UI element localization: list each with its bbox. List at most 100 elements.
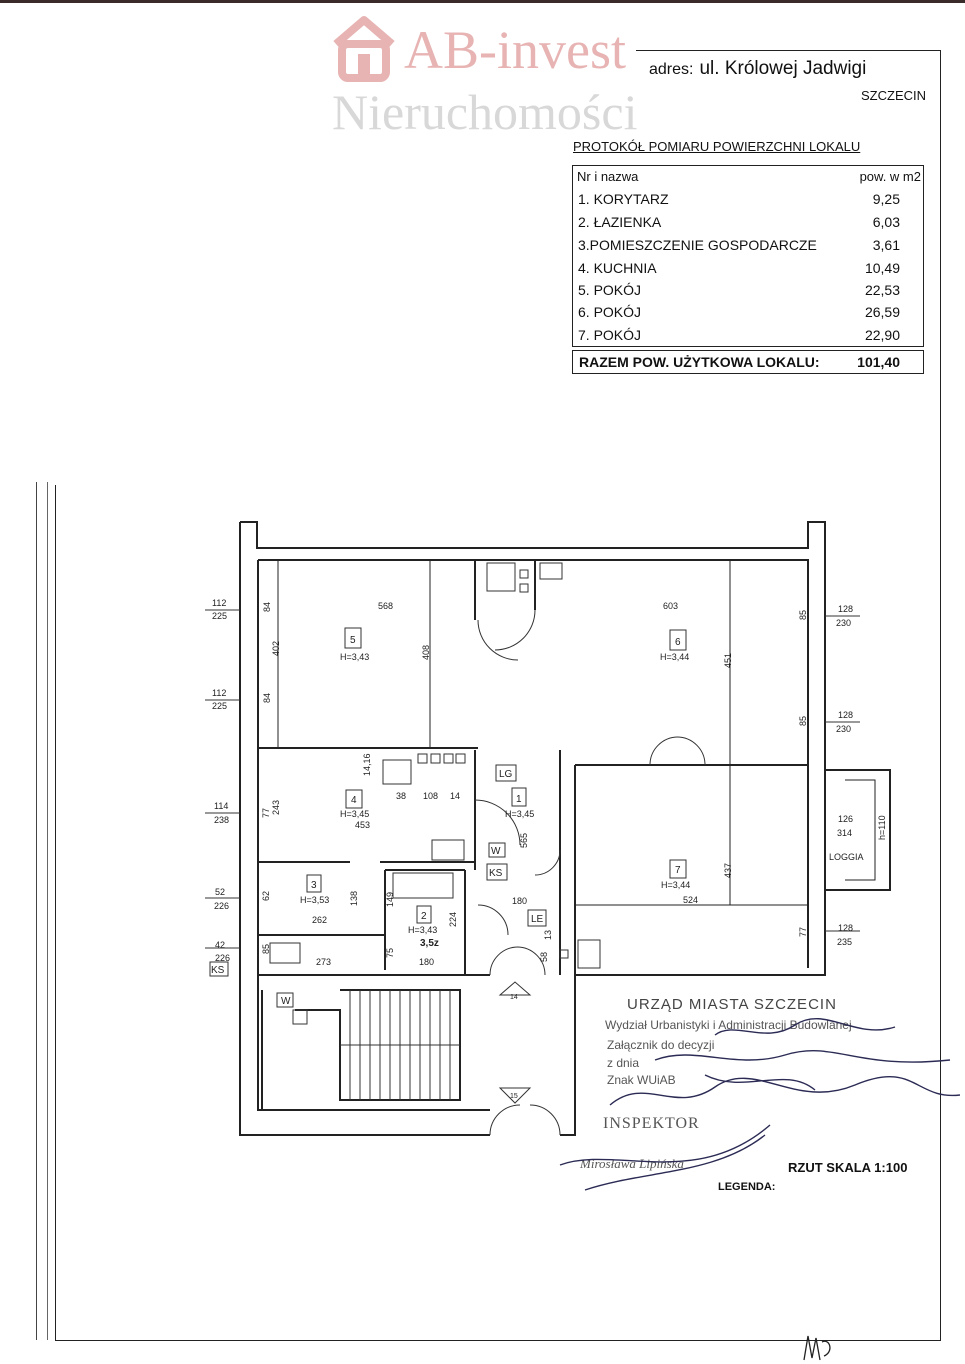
room-name: 7. POKÓJ [578,327,642,343]
dim: 14,16 [362,753,372,776]
frame-bottom-line [55,1340,941,1341]
dim: 138 [349,891,359,906]
dim: 180 [512,896,527,906]
logo-brand: AB-invest [404,20,626,80]
room-area: 6,03 [872,214,900,230]
room-area: 9,25 [872,191,900,207]
room-5-number: 5 [350,635,356,646]
legend-heading: LEGENDA: [718,1181,776,1190]
total-label: RAZEM POW. UŻYTKOWA LOKALU: [579,354,820,370]
dim: 230 [836,724,851,734]
dim: 230 [836,618,851,628]
dim: 565 [519,833,529,848]
room-area: 3,61 [872,237,900,253]
label-le: LE [531,914,544,925]
dim: 128 [838,604,853,614]
dim: 38 [396,791,406,801]
room-name: 2. ŁAZIENKA [578,214,662,230]
dim: 225 [212,611,227,621]
logo-subtitle: Nieruchomości [332,84,638,140]
dim: 238 [214,815,229,825]
floor-plan: 5 H=3,43 6 H=3,44 4 H=3,45 1 H=3,45 7 H=… [200,515,900,1145]
table-row: 6. POKÓJ 26,59 [578,304,918,326]
col-area-header: pow. w m2 [859,169,921,184]
dim: 524 [683,895,698,905]
dim: 126 [838,814,853,824]
dim: 226 [214,901,229,911]
initials-mark [803,1335,831,1361]
room-name: 5. POKÓJ [578,282,642,298]
scan-top-edge [0,0,965,3]
dim: 408 [421,645,431,660]
table-row: 5. POKÓJ 22,53 [578,282,918,304]
dim: 77 [261,808,271,818]
room-4-height: H=3,45 [340,809,369,819]
total-row: RAZEM POW. UŻYTKOWA LOKALU: 101,40 [572,350,924,374]
dim: 58 [539,952,549,962]
room-4-number: 4 [351,795,357,806]
room-1-height: H=3,45 [505,809,534,819]
frame-top-line [636,50,941,51]
label-w-2: W [281,996,291,1007]
room-name: 4. KUCHNIA [578,260,657,276]
table-row: 4. KUCHNIA 10,49 [578,260,918,282]
handwritten-signature [559,1018,960,1191]
room-5-height: H=3,43 [340,652,369,662]
dim: 85 [798,716,808,726]
dim: 451 [723,653,733,668]
room-name: 1. KORYTARZ [578,191,669,207]
room-area: 10,49 [864,260,900,276]
dim: 85 [798,610,808,620]
room-area: 22,53 [864,282,900,298]
dim: 52 [215,887,225,897]
frame-left-line [55,485,56,1341]
dim: 128 [838,923,853,933]
dim: 108 [423,791,438,801]
label-lg: LG [499,769,513,780]
dim: 226 [215,953,230,963]
dim: 42 [215,940,225,950]
label-ks-2: KS [211,965,225,976]
dim: 149 [385,892,395,907]
stamp-line-date: z dnia [607,1056,640,1070]
label-ks: KS [489,868,503,879]
room-7-height: H=3,44 [661,880,690,890]
label-loggia: LOGGIA [829,852,864,862]
dim: 453 [355,820,370,830]
room-name: 6. POKÓJ [578,304,642,320]
room-1-number: 1 [516,794,522,805]
label-h110: h=110 [877,815,887,840]
dim: 85 [261,944,271,954]
plan-scale: RZUT SKALA 1:100 [788,1160,908,1175]
dim: 243 [271,800,281,815]
stamp-line-decision: Załącznik do decyzji [607,1038,715,1052]
dim: 314 [837,828,852,838]
dim: 112 [212,688,226,698]
dim: 180 [419,957,434,967]
room-name: 3.POMIESZCZENIE GOSPODARCZE [578,237,817,253]
dim: 13 [543,930,553,940]
dim: 14 [450,791,460,801]
room-2-number: 2 [421,911,427,922]
table-row: 3.POMIESZCZENIE GOSPODARCZE 3,61 [578,237,918,259]
dim: 273 [316,957,331,967]
room-3-height: H=3,53 [300,895,329,905]
house-logo-icon [333,16,395,82]
room-area: 26,59 [864,304,900,320]
dim: 402 [271,641,281,656]
frame-left-edge [36,482,37,1340]
label-15: 15 [510,1093,518,1100]
dim: 568 [378,601,393,611]
stamp-office: URZĄD MIASTA SZCZECIN [627,996,837,1013]
frame-left-edge-inner [47,482,48,1340]
table-row: 2. ŁAZIENKA 6,03 [578,214,918,236]
dim: 84 [262,602,272,612]
dim: 262 [312,915,327,925]
stamp-inspector: INSPEKTOR [603,1115,700,1132]
protocol-title: PROTOKÓŁ POMIARU POWIERZCHNI LOKALU [573,139,861,154]
room-3-number: 3 [311,880,317,891]
floor-plan-drawing: 5 H=3,43 6 H=3,44 4 H=3,45 1 H=3,45 7 H=… [205,521,891,1136]
room-2-height: H=3,43 [408,925,437,935]
